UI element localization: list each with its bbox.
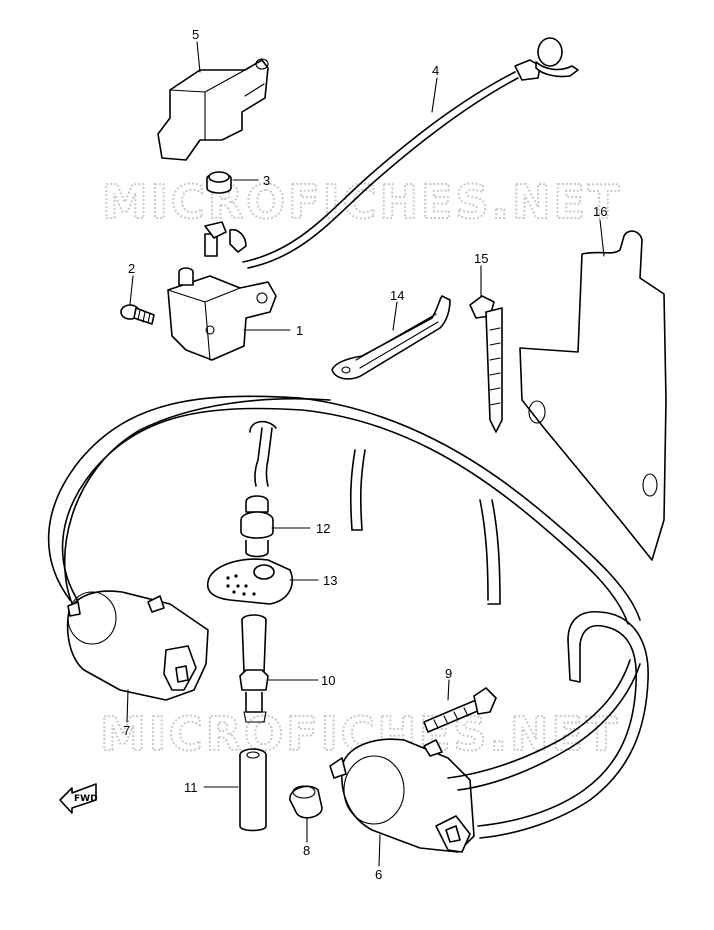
callout-3: 3 [263, 173, 270, 188]
callout-9: 9 [445, 666, 452, 681]
part-9-bolt [423, 687, 497, 733]
part-7-ignition-coil [66, 590, 209, 701]
callout-10: 10 [321, 673, 335, 688]
callout-5: 5 [192, 27, 199, 42]
part-3-grommet [206, 171, 232, 194]
callout-7: 7 [123, 723, 130, 738]
part-16-plate [519, 230, 667, 561]
callout-numbers: 5 3 4 2 1 14 15 16 12 13 10 9 7 11 8 6 [123, 27, 607, 882]
part-10-spacer [239, 614, 269, 723]
fwd-label: FWD [74, 794, 98, 804]
part-15-clamp [469, 295, 503, 433]
callout-16: 16 [593, 204, 607, 219]
part-2-screw [120, 304, 155, 325]
plug-wires [47, 395, 649, 839]
part-11-spacer [239, 748, 267, 832]
part-1-starter-relay [167, 221, 277, 361]
callout-11: 11 [184, 780, 198, 795]
callout-6: 6 [375, 867, 382, 882]
callout-leaders [126, 41, 605, 867]
part-5-relay-cover [157, 58, 269, 161]
callout-1: 1 [296, 323, 303, 338]
callout-4: 4 [432, 63, 439, 78]
part-14-band [331, 295, 451, 380]
part-13-washer [206, 558, 294, 605]
part-12-cushion [240, 495, 274, 558]
part-4-lead-wire [242, 37, 579, 269]
callout-12: 12 [316, 521, 330, 536]
part-6-ignition-coil [329, 659, 641, 853]
callout-14: 14 [390, 288, 404, 303]
fwd-arrow: FWD [59, 783, 98, 814]
callout-2: 2 [128, 261, 135, 276]
callout-13: 13 [323, 573, 337, 588]
part-8-cushion [289, 785, 323, 819]
callout-15: 15 [474, 251, 488, 266]
callout-8: 8 [303, 843, 310, 858]
